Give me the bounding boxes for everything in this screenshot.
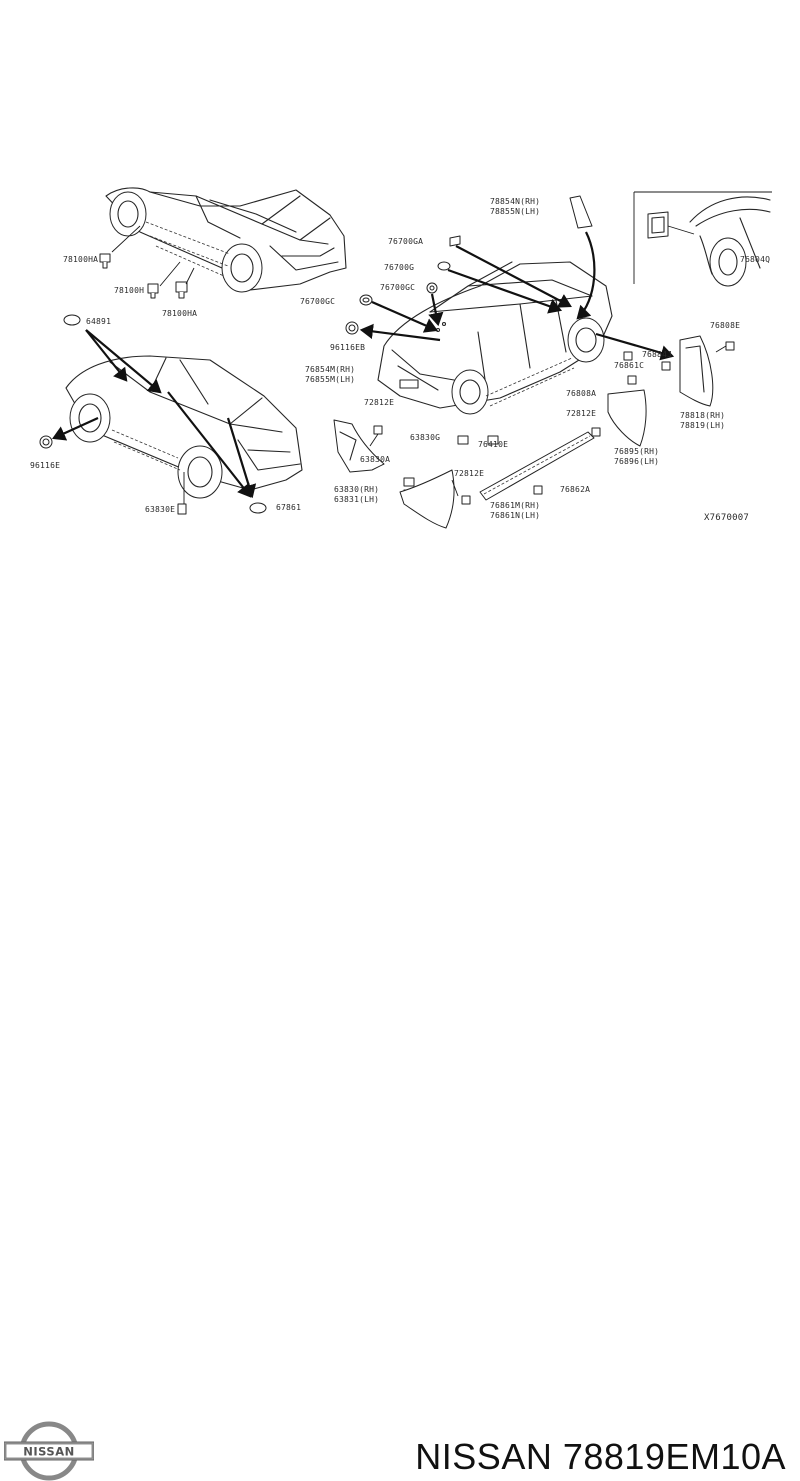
label-96116e: 96116E bbox=[30, 461, 60, 470]
diagram-code: X7670007 bbox=[704, 513, 749, 523]
clip-78100ha-a bbox=[99, 253, 111, 269]
parts-diagram: 78100HA 78100H 78100HA 64891 96116E 6383… bbox=[30, 187, 772, 529]
label-64891: 64891 bbox=[86, 317, 111, 326]
part-number-caption: NISSAN 78819EM10A bbox=[415, 1436, 786, 1477]
label-63830g: 63830G bbox=[410, 433, 440, 442]
inset-detail-box bbox=[633, 191, 772, 287]
label-76861m: 76861M(RH) bbox=[490, 501, 540, 510]
plug-67861 bbox=[249, 502, 267, 514]
clip-63830e bbox=[177, 503, 187, 515]
label-76896: 76896(LH) bbox=[614, 457, 659, 466]
nissan-logo: NISSAN bbox=[4, 1421, 94, 1481]
label-76861n: 76861N(LH) bbox=[490, 511, 540, 520]
label-78818: 78818(RH) bbox=[680, 411, 725, 420]
label-63830e: 63830E bbox=[145, 505, 175, 514]
molding-78854n bbox=[569, 195, 593, 229]
mud-guard-63830 bbox=[399, 469, 455, 529]
label-78854n: 78854N(RH) bbox=[490, 197, 540, 206]
label-76700gc-b: 76700GC bbox=[380, 283, 415, 292]
label-76861c: 76861C bbox=[614, 361, 644, 370]
clip-78100h bbox=[147, 283, 159, 299]
clip-78100ha-b bbox=[175, 281, 188, 299]
label-76700gc-a: 76700GC bbox=[300, 297, 335, 306]
plug-64891 bbox=[63, 314, 81, 326]
grommet-96116eb bbox=[345, 321, 359, 335]
label-76410e: 76410E bbox=[478, 440, 508, 449]
logo-text: NISSAN bbox=[23, 1445, 74, 1459]
footer: NISSAN NISSAN 78819EM10A bbox=[0, 700, 800, 1481]
label-76854m: 76854M(RH) bbox=[305, 365, 355, 374]
label-76884j: 76884J bbox=[642, 350, 672, 359]
emblem-76700ga bbox=[449, 235, 461, 247]
label-72812e-b: 72812E bbox=[454, 469, 484, 478]
car-bottom-left-illustration bbox=[65, 355, 303, 499]
label-63831: 63831(LH) bbox=[334, 495, 379, 504]
label-96116eb: 96116EB bbox=[330, 343, 365, 352]
label-78855n: 78855N(LH) bbox=[490, 207, 540, 216]
car-center-illustration bbox=[377, 261, 613, 415]
grommet-76700gc-a bbox=[359, 294, 373, 306]
label-76895: 76895(RH) bbox=[614, 447, 659, 456]
grommet-76700gc-b bbox=[426, 282, 438, 294]
label-72812e-a: 72812E bbox=[364, 398, 394, 407]
label-72812e-c: 72812E bbox=[566, 409, 596, 418]
label-67861: 67861 bbox=[276, 503, 301, 512]
label-76855m: 76855M(LH) bbox=[305, 375, 355, 384]
mud-guard-76854m bbox=[333, 419, 385, 473]
grommet-96116e bbox=[39, 435, 53, 449]
label-78819: 78819(LH) bbox=[680, 421, 725, 430]
label-78100h: 78100H bbox=[114, 286, 144, 295]
label-76700ga: 76700GA bbox=[388, 237, 423, 246]
label-78100ha-a: 78100HA bbox=[63, 255, 98, 264]
label-63830: 63830(RH) bbox=[334, 485, 379, 494]
label-76804q: 76804Q bbox=[740, 255, 770, 264]
mud-guard-76895 bbox=[607, 389, 647, 447]
car-top-left-illustration bbox=[105, 187, 347, 293]
label-63830a: 63830A bbox=[360, 455, 390, 464]
label-76808a: 76808A bbox=[566, 389, 596, 398]
plug-76700g bbox=[437, 261, 451, 271]
label-76808e: 76808E bbox=[710, 321, 740, 330]
label-76862a: 76862A bbox=[560, 485, 590, 494]
mud-guard-78818 bbox=[679, 335, 714, 407]
label-78100ha-b: 78100HA bbox=[162, 309, 197, 318]
label-76700g: 76700G bbox=[384, 263, 414, 272]
sill-molding-76861m bbox=[479, 431, 595, 501]
